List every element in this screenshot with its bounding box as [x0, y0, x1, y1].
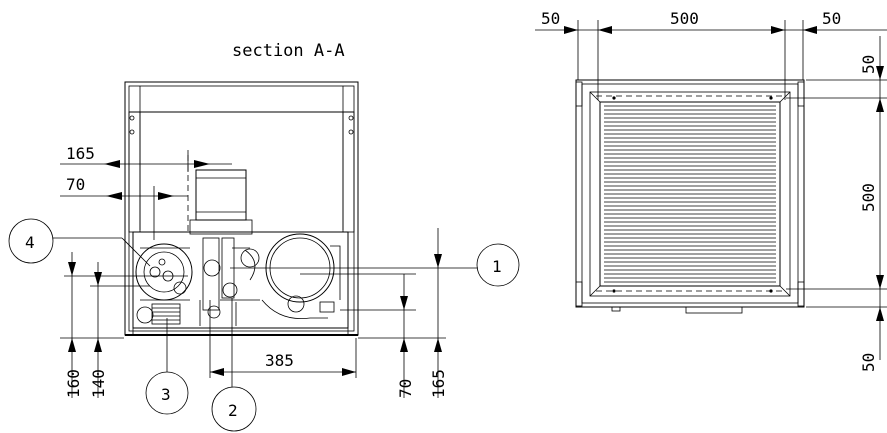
dim-top-left-50: 50: [541, 9, 560, 28]
callout-3-label: 3: [161, 385, 171, 404]
dim-385: 385: [265, 351, 294, 370]
callout-1: [476, 243, 520, 287]
dim-70-bottom: 70: [396, 379, 415, 398]
dim-right-500: 500: [859, 183, 878, 212]
bolt: [348, 129, 354, 135]
section-view: 165 70 4 160 140 3 2: [8, 81, 520, 432]
screw: [612, 289, 616, 293]
screw: [769, 289, 773, 293]
dim-165-bottom: 165: [429, 369, 448, 398]
callout-2: [211, 386, 257, 432]
dim-right-bottom-50: 50: [859, 353, 878, 372]
dim-top-500: 500: [670, 9, 699, 28]
callout-4: [8, 218, 54, 264]
screw: [612, 96, 616, 100]
housing-outline: [124, 81, 359, 336]
dim-160: 160: [64, 369, 83, 398]
dim-140: 140: [89, 369, 108, 398]
dim-165-top: 165: [66, 144, 95, 163]
callout-1-label: 1: [492, 257, 502, 276]
callout-2-label: 2: [228, 401, 238, 420]
bolt: [348, 115, 354, 121]
section-title: section A-A: [232, 41, 345, 61]
grille-frame-inner: [599, 101, 781, 287]
screw: [769, 96, 773, 100]
housing-inner: [128, 85, 355, 332]
dim-70-top: 70: [66, 175, 85, 194]
callout-3: [145, 371, 189, 415]
left-side-panel: [128, 111, 141, 233]
grille-louvres: [604, 105, 776, 283]
pipe-assembly-2: [202, 237, 220, 311]
bolt: [129, 115, 135, 121]
dim-right-top-50: 50: [859, 55, 878, 74]
grille-foot: [685, 306, 743, 314]
grille-view: 50 500 50 50 500 50: [535, 9, 887, 372]
equipment-compartment: [132, 231, 349, 329]
callout-4-label: 4: [25, 233, 35, 252]
bolt: [129, 129, 135, 135]
motor-block: [195, 169, 247, 221]
dim-top-right-50: 50: [822, 9, 841, 28]
motor-base: [189, 219, 253, 235]
right-side-panel: [342, 111, 355, 233]
pump-3: [151, 303, 181, 325]
